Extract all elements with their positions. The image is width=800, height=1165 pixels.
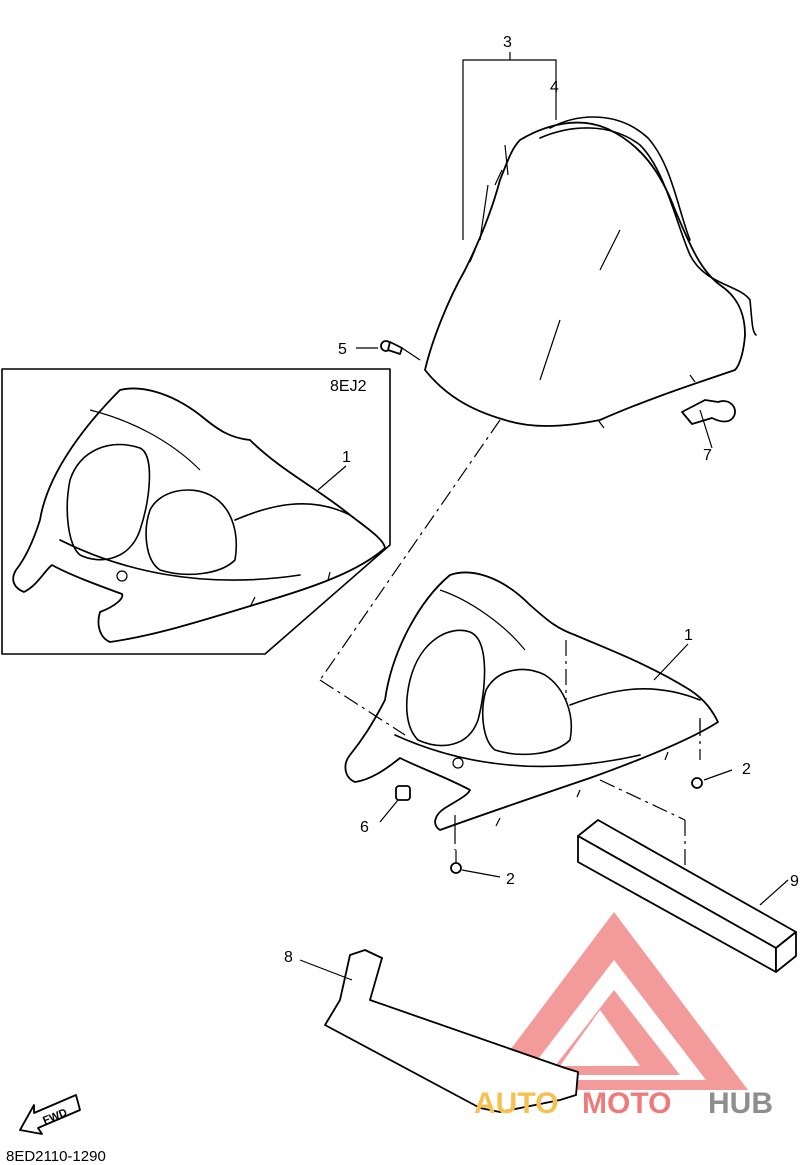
- screw-part-2-lower: [450, 850, 501, 878]
- watermark-logo: [480, 912, 748, 1090]
- upper-cowling: [344, 571, 719, 831]
- screw-part-5: [356, 340, 421, 361]
- callout-1: 1: [684, 627, 693, 644]
- callout-7: 7: [703, 447, 712, 464]
- variant-box: 8EJ2: [1, 368, 391, 655]
- watermark-auto: AUTO: [474, 1087, 558, 1120]
- watermark-hub: HUB: [708, 1087, 773, 1120]
- callout-2-right: 2: [742, 761, 751, 778]
- callout-5: 5: [338, 341, 347, 358]
- watermark-moto: MOTO: [582, 1087, 671, 1120]
- screw-part-2-right: [691, 769, 733, 789]
- grommet-part-6: [379, 785, 411, 823]
- bracket-3-4: [462, 52, 557, 240]
- callout-6: 6: [360, 819, 369, 836]
- callout-9: 9: [790, 873, 799, 890]
- windshield: [424, 116, 757, 429]
- watermark-text: AUTO MOTO HUB: [474, 1087, 773, 1120]
- callout-labels: 3 4 5 1 7 1 2 6 2 8 9: [284, 34, 799, 966]
- clip-part-7: [681, 399, 736, 449]
- diagram-code: 8ED2110-1290: [6, 1148, 106, 1165]
- trim-strip-part-8: [299, 949, 579, 1113]
- callout-3: 3: [503, 34, 512, 51]
- callout-1-variant: 1: [342, 449, 351, 466]
- upper-cowling-variant: [12, 387, 386, 643]
- foam-block-part-9: [577, 819, 797, 973]
- callout-2-lower: 2: [506, 871, 515, 888]
- callout-8: 8: [284, 949, 293, 966]
- variant-box-label: 8EJ2: [330, 378, 367, 395]
- callout-4: 4: [550, 79, 559, 96]
- fwd-arrow-icon: FWD: [19, 1094, 81, 1135]
